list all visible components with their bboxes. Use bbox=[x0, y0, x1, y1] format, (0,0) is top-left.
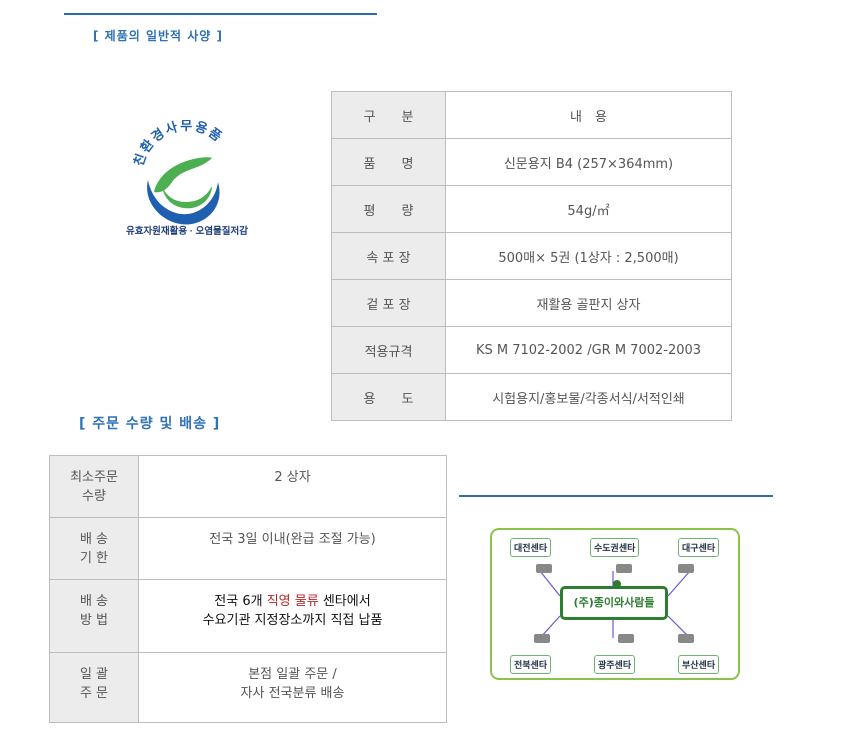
eco-office-supplies-seal: 친환경사무용품 유효자원재활용 · 오염물질저감 bbox=[112, 118, 262, 245]
spec-row-value: 시험용지/홍보물/각종서식/서적인쇄 bbox=[445, 373, 732, 421]
spec-row-label: 평 량 bbox=[331, 185, 446, 233]
delivery-method-label-line1: 배 송 bbox=[79, 594, 109, 609]
spec-row-value: 500매× 5권 (1상자 : 2,500매) bbox=[445, 232, 732, 280]
order-row-bulk-order: 일 괄 주 문 본점 일괄 주문 / 자사 전국분류 배송 bbox=[49, 652, 447, 723]
spec-row: 용 도 시험용지/홍보물/각종서식/서적인쇄 bbox=[331, 373, 732, 421]
bulk-order-label: 일 괄 주 문 bbox=[49, 652, 139, 723]
spec-row-label: 겉 포 장 bbox=[331, 279, 446, 327]
delivery-time-label-line2: 기 한 bbox=[79, 551, 109, 566]
truck-icon bbox=[534, 634, 550, 643]
section2-heading: [ 주문 수량 및 배송 ] bbox=[79, 416, 221, 432]
spec-row-label: 용 도 bbox=[331, 373, 446, 421]
spec-row-label: 적용규격 bbox=[331, 326, 446, 374]
spec-row: 품 명 신문용지 B4 (257×364mm) bbox=[331, 138, 732, 186]
map-center-gwangju: 광주센타 bbox=[594, 655, 636, 674]
truck-icon bbox=[616, 564, 632, 573]
seal-arc-text: 친환경사무용품 bbox=[131, 118, 224, 168]
order-row-delivery-time: 배 송 기 한 전국 3일 이내(완급 조절 가능) bbox=[49, 517, 447, 580]
section1-heading: [ 제품의 일반적 사양 ] bbox=[93, 29, 224, 43]
map-center-daegu: 대구센타 bbox=[678, 538, 720, 557]
delivery-method-text-a: 전국 6개 bbox=[214, 594, 267, 609]
leaf-shape bbox=[154, 157, 212, 193]
delivery-method-highlight-direct-logistics: 직영 물류 bbox=[266, 594, 319, 609]
truck-icon bbox=[536, 564, 552, 573]
spec-row: 평 량 54g/㎡ bbox=[331, 185, 732, 233]
delivery-method-text-e: 까지 bbox=[302, 613, 331, 628]
min-qty-label: 최소주문 수량 bbox=[49, 455, 139, 518]
map-rule bbox=[459, 495, 773, 497]
delivery-method-label-line2: 방 법 bbox=[79, 613, 109, 628]
spec-row-value: 신문용지 B4 (257×364mm) bbox=[445, 138, 732, 186]
delivery-method-label: 배 송 방 법 bbox=[49, 579, 139, 653]
hands-shape bbox=[147, 180, 220, 225]
spec-row-label: 속 포 장 bbox=[331, 232, 446, 280]
bulk-order-label-line2: 주 문 bbox=[79, 686, 109, 701]
delivery-method-text-c: 센타에서 bbox=[318, 594, 371, 609]
delivery-time-value: 전국 3일 이내(완급 조절 가능) bbox=[138, 517, 447, 580]
spec-row-value: 재활용 골판지 상자 bbox=[445, 279, 732, 327]
spec-row: 속 포 장 500매× 5권 (1상자 : 2,500매) bbox=[331, 232, 732, 280]
truck-icon bbox=[618, 634, 634, 643]
order-row-delivery-method: 배 송 방 법 전국 6개 직영 물류 센타에서 수요기관 지정장소까지 직접 … bbox=[49, 579, 447, 653]
map-center-daejeon: 대전센타 bbox=[510, 538, 552, 557]
delivery-time-label: 배 송 기 한 bbox=[49, 517, 139, 580]
min-qty-value: 2 상자 bbox=[138, 455, 447, 518]
bulk-order-value-line1: 본점 일괄 주문 / bbox=[248, 667, 337, 682]
bulk-order-label-line1: 일 괄 bbox=[79, 667, 109, 682]
seal-graphic: 친환경사무용품 유효자원재활용 · 오염물질저감 bbox=[126, 118, 248, 237]
delivery-method-text-f: 직접 납품 bbox=[330, 613, 383, 628]
spec-row-value: KS M 7102-2002 /GR M 7002-2003 bbox=[445, 326, 732, 374]
min-qty-label-line1: 최소주문 bbox=[70, 470, 118, 485]
map-company-center: (주)종이와사람들 bbox=[560, 580, 668, 620]
delivery-method-value: 전국 6개 직영 물류 센타에서 수요기관 지정장소까지 직접 납품 bbox=[138, 579, 447, 653]
distribution-network-map: 대전센타 수도권센타 대구센타 전북센타 광주센타 부산센타 (주)종이와사람들 bbox=[490, 528, 740, 680]
truck-icon bbox=[678, 634, 694, 643]
bulk-order-value-line2: 자사 전국분류 배송 bbox=[240, 686, 345, 701]
map-center-label: (주)종이와사람들 bbox=[573, 596, 655, 609]
map-center-seoul: 수도권센타 bbox=[590, 538, 640, 557]
order-row-min-qty: 최소주문 수량 2 상자 bbox=[49, 455, 447, 518]
delivery-time-label-line1: 배 송 bbox=[79, 532, 109, 547]
map-center-busan: 부산센타 bbox=[678, 655, 720, 674]
company-emblem-icon bbox=[613, 580, 621, 588]
bulk-order-value: 본점 일괄 주문 / 자사 전국분류 배송 bbox=[138, 652, 447, 723]
svg-text:친환경사무용품: 친환경사무용품 bbox=[131, 120, 226, 168]
spec-row: 겉 포 장 재활용 골판지 상자 bbox=[331, 279, 732, 327]
section1-rule bbox=[64, 13, 377, 15]
map-center-jeonbuk: 전북센타 bbox=[510, 655, 552, 674]
min-qty-label-line2: 수량 bbox=[82, 489, 106, 504]
delivery-method-text-d: 수요기관 지정장소 bbox=[202, 613, 303, 628]
spec-header-row: 구 분 내 용 bbox=[331, 91, 732, 139]
spec-row-value: 54g/㎡ bbox=[445, 185, 732, 233]
truck-icon bbox=[678, 564, 694, 573]
spec-row-label: 품 명 bbox=[331, 138, 446, 186]
order-table: 최소주문 수량 2 상자 배 송 기 한 전국 3일 이내(완급 조절 가능) … bbox=[49, 455, 447, 723]
inner-hand-shape bbox=[162, 186, 212, 209]
spec-row: 적용규격 KS M 7102-2002 /GR M 7002-2003 bbox=[331, 326, 732, 374]
seal-bottom-text: 유효자원재활용 · 오염물질저감 bbox=[126, 225, 248, 237]
spec-header-value: 내 용 bbox=[445, 91, 732, 139]
spec-header-label: 구 분 bbox=[331, 91, 446, 139]
spec-table: 구 분 내 용 품 명 신문용지 B4 (257×364mm) 평 량 54g/… bbox=[331, 91, 732, 421]
